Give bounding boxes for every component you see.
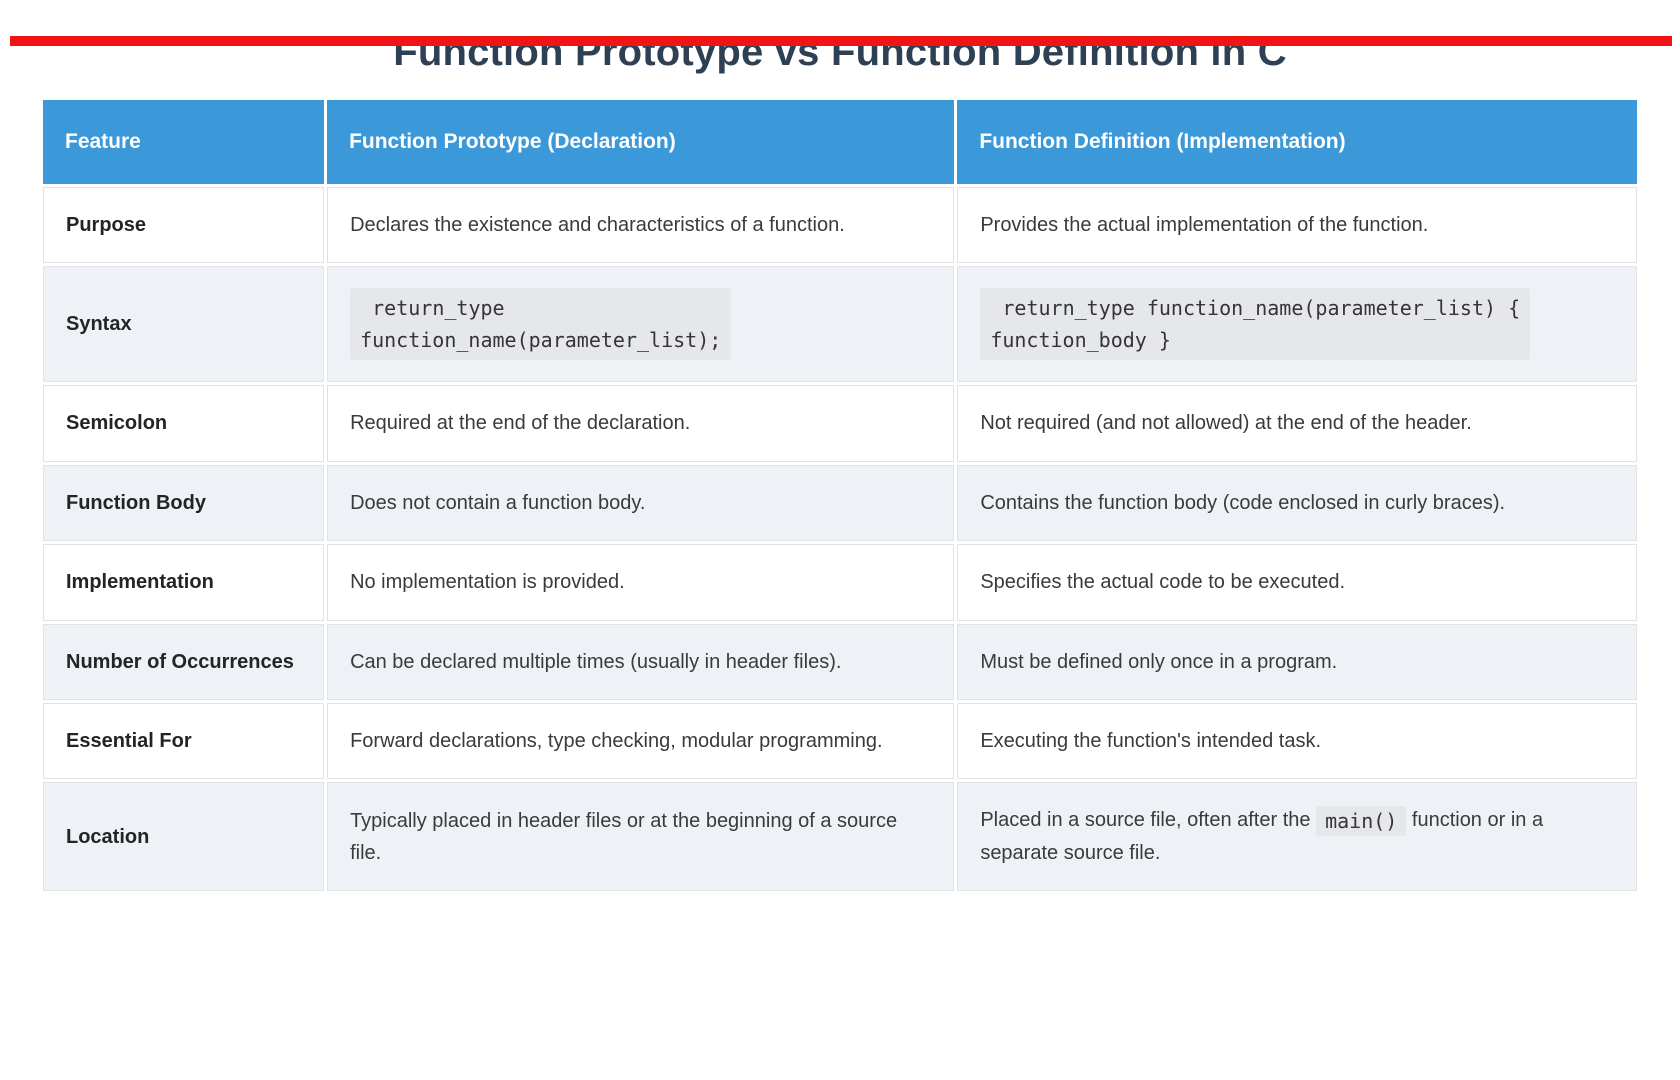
column-header-feature: Feature (43, 100, 325, 184)
prototype-cell: Can be declared multiple times (usually … (327, 623, 955, 700)
definition-cell: Specifies the actual code to be executed… (957, 544, 1637, 621)
definition-cell: Must be defined only once in a program. (957, 623, 1637, 700)
table-row: Function Body Does not contain a function… (43, 464, 1637, 542)
table-row: Semicolon Required at the end of the decl… (43, 385, 1637, 462)
prototype-cell: Required at the end of the declaration. (327, 385, 955, 462)
comparison-table: Feature Function Prototype (Declaration)… (40, 97, 1640, 895)
cell-text: No implementation is provided. (350, 571, 625, 594)
cell-text: Provides the actual implementation of th… (980, 214, 1429, 236)
cell-text: Not required (and not allowed) at the en… (980, 412, 1472, 435)
cell-text: Does not contain a function body. (350, 491, 646, 514)
definition-cell: Executing the function's intended task. (957, 702, 1637, 780)
table-body: Purpose Declares the existence and charac… (43, 187, 1637, 892)
comparison-table-container: Feature Function Prototype (Declaration)… (40, 97, 1640, 895)
definition-cell: Placed in a source file, often after the… (957, 782, 1637, 892)
cell-text: Typically placed in header files or at t… (350, 809, 898, 864)
feature-cell: Number of Occurrences (43, 623, 325, 700)
code-snippet: return_type function_name(parameter_list… (980, 288, 1531, 361)
prototype-cell: No implementation is provided. (327, 544, 955, 621)
prototype-cell: Does not contain a function body. (327, 464, 955, 542)
cell-text: Required at the end of the declaration. (350, 412, 691, 435)
definition-cell: Not required (and not allowed) at the en… (957, 385, 1637, 462)
code-snippet: return_type function_name(parameter_list… (350, 288, 732, 361)
definition-cell: Contains the function body (code enclose… (957, 464, 1637, 542)
cell-text: Declares the existence and characteristi… (350, 214, 845, 236)
feature-cell: Location (43, 782, 325, 892)
definition-cell: return_type function_name(parameter_list… (957, 266, 1637, 383)
prototype-cell: Declares the existence and characteristi… (327, 187, 955, 264)
feature-cell: Function Body (43, 464, 325, 542)
table-row: Implementation No implementation is provi… (43, 544, 1637, 621)
feature-cell: Purpose (43, 187, 325, 264)
table-row: Essential For Forward declarations, type … (43, 702, 1637, 780)
table-header-row: Feature Function Prototype (Declaration)… (43, 100, 1637, 184)
table-row: Purpose Declares the existence and charac… (43, 187, 1637, 264)
table-row: Syntax return_type function_name(paramet… (43, 266, 1637, 383)
cell-text: Must be defined only once in a program. (980, 650, 1338, 673)
column-header-definition: Function Definition (Implementation) (957, 100, 1637, 184)
table-row: Number of Occurrences Can be declared mul… (43, 623, 1637, 700)
column-header-prototype: Function Prototype (Declaration) (327, 100, 955, 184)
cell-text: function or in a separate source file. (980, 809, 1544, 865)
feature-cell: Essential For (43, 702, 325, 780)
code-snippet: main() (1316, 806, 1407, 837)
cell-text: Contains the function body (code enclose… (980, 491, 1506, 514)
prototype-cell: Typically placed in header files or at t… (327, 782, 955, 892)
definition-cell: Provides the actual implementation of th… (957, 187, 1637, 264)
cell-text: Forward declarations, type checking, mod… (350, 729, 883, 752)
top-red-bar (10, 36, 1672, 46)
cell-text: Placed in a source file, often after the (980, 809, 1317, 832)
cell-text: Can be declared multiple times (usually … (350, 650, 842, 673)
cell-text: Executing the function's intended task. (980, 729, 1322, 752)
feature-cell: Semicolon (43, 385, 325, 462)
prototype-cell: return_type function_name(parameter_list… (327, 266, 955, 383)
table-row: Location Typically placed in header files… (43, 782, 1637, 892)
cell-text: Specifies the actual code to be executed… (980, 571, 1345, 594)
prototype-cell: Forward declarations, type checking, mod… (327, 702, 955, 780)
feature-cell: Syntax (43, 266, 325, 383)
feature-cell: Implementation (43, 544, 325, 621)
